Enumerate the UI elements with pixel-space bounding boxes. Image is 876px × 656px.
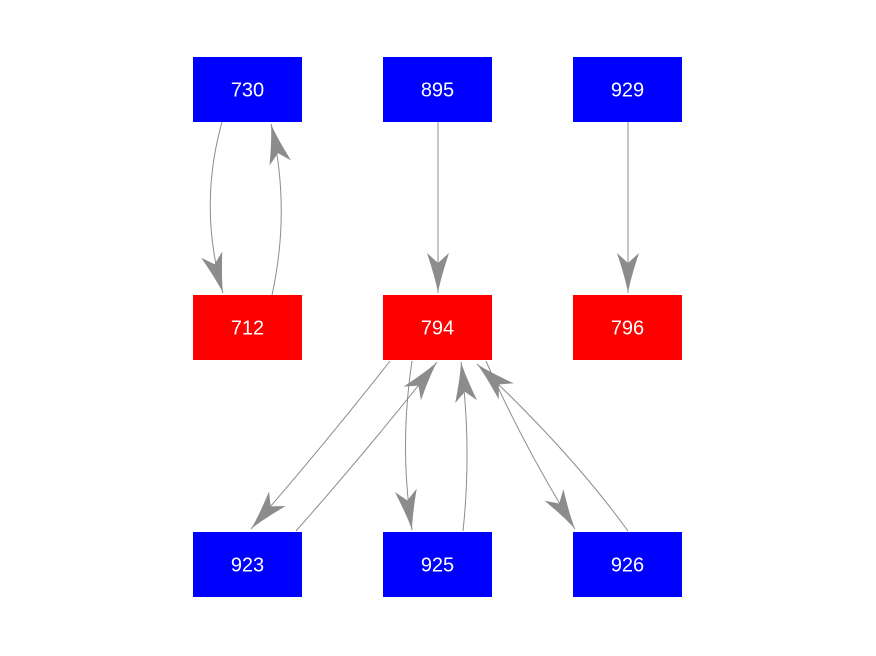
node-box-730	[193, 57, 302, 122]
arrowhead-icon-923-794	[403, 362, 437, 401]
edge-line-923-794	[295, 361, 438, 532]
node-label-925: 925	[421, 555, 454, 577]
node-label-926: 926	[611, 555, 644, 577]
node-box-925	[383, 532, 492, 597]
arrowhead-icon-730-712	[201, 251, 223, 293]
node-label-730: 730	[231, 80, 264, 102]
node-box-923	[193, 532, 302, 597]
node-label-796: 796	[611, 318, 644, 340]
node-label-929: 929	[611, 80, 644, 102]
arrowhead-icon-895-794	[427, 253, 449, 293]
node-box-926	[573, 532, 682, 597]
node-box-929	[573, 57, 682, 122]
node-box-796	[573, 295, 682, 360]
node-label-794: 794	[421, 318, 454, 340]
arrowhead-icon-794-925	[394, 488, 417, 530]
arrowhead-icon-926-794	[477, 364, 514, 400]
arrowhead-icon-929-796	[617, 253, 639, 293]
arrowhead-icon-794-926	[544, 489, 575, 529]
node-box-712	[193, 295, 302, 360]
arrowhead-icon-712-730	[269, 124, 291, 166]
node-label-923: 923	[231, 555, 264, 577]
node-label-712: 712	[231, 318, 264, 340]
node-box-895	[383, 57, 492, 122]
edge-line-926-794	[476, 363, 629, 532]
node-box-794	[383, 295, 492, 360]
arrowhead-icon-794-923	[251, 491, 286, 529]
node-label-895: 895	[421, 80, 454, 102]
arrowhead-icon-925-794	[455, 362, 478, 404]
